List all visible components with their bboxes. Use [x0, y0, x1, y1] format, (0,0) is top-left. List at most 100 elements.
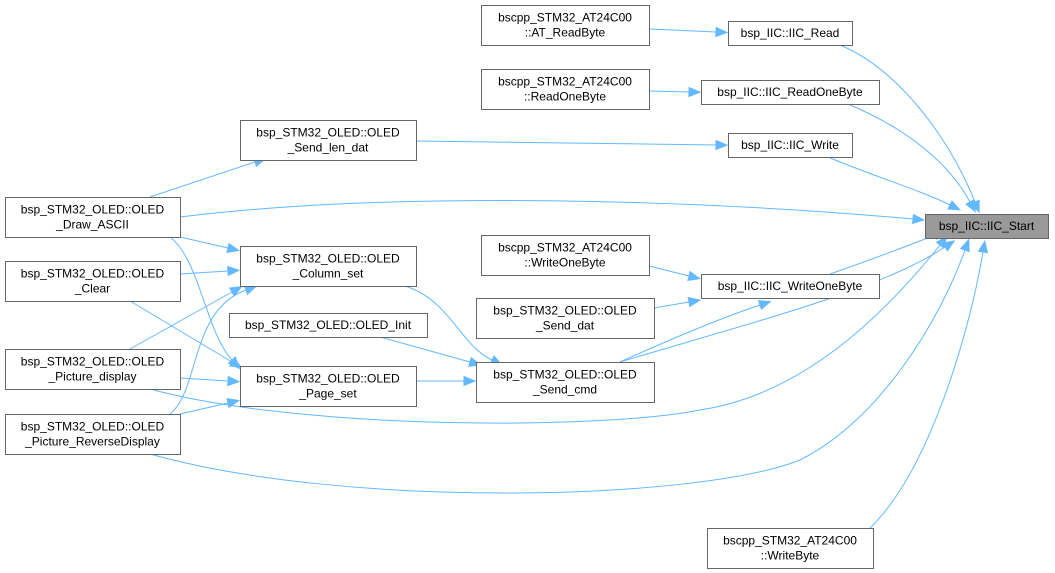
- nodes-layer: bsp_IIC::IIC_Start bsp_IIC::IIC_Readbsp_I…: [5, 5, 1049, 569]
- arrowhead-icon: [687, 270, 701, 281]
- node-writeone[interactable]: bsp_IIC::IIC_WriteOneByte: [701, 274, 880, 299]
- node-at-readonebyte[interactable]: bscpp_STM32_AT24C00::ReadOneByte: [481, 69, 650, 110]
- node-box[interactable]: [5, 261, 181, 302]
- node-label: bsp_STM32_OLED::OLED_Init: [245, 318, 412, 332]
- node-label: bsp_IIC::IIC_Write: [741, 138, 839, 152]
- node-label: ::WriteByte: [761, 549, 820, 563]
- node-send-dat[interactable]: bsp_STM32_OLED::OLED_Send_dat: [476, 298, 655, 339]
- node-label: bsp_IIC::IIC_Start: [939, 219, 1035, 233]
- edge-at_readbyte-to-read: [648, 26, 729, 38]
- node-label: ::AT_ReadByte: [525, 26, 606, 40]
- node-box[interactable]: [240, 120, 417, 161]
- edge-pic_reverse-to-page_set: [179, 397, 241, 415]
- edge-line: [179, 236, 229, 249]
- node-label: _Picture_ReverseDisplay: [24, 435, 160, 449]
- node-box[interactable]: [701, 80, 880, 105]
- node-label: bsp_STM32_OLED::OLED: [493, 304, 637, 318]
- node-box[interactable]: [229, 313, 428, 338]
- node-box[interactable]: [481, 235, 650, 276]
- node-label: bsp_STM32_OLED::OLED: [21, 267, 165, 281]
- arrowhead-icon: [941, 240, 956, 252]
- node-box[interactable]: [701, 274, 880, 299]
- node-label: bscpp_STM32_AT24C00: [723, 534, 857, 548]
- node-box[interactable]: [481, 5, 650, 46]
- edge-line: [648, 90, 690, 93]
- edge-clear-to-page_set: [129, 300, 243, 369]
- arrowhead-icon: [757, 300, 772, 311]
- node-label: bsp_IIC::IIC_ReadOneByte: [717, 85, 863, 99]
- arrowhead-icon: [226, 397, 241, 409]
- node-box[interactable]: [240, 246, 417, 287]
- node-box[interactable]: [925, 214, 1049, 239]
- node-label: bscpp_STM32_AT24C00: [498, 75, 632, 89]
- arrowhead-icon: [688, 86, 702, 98]
- node-box[interactable]: [728, 133, 853, 158]
- edge-oled_init-to-send_cmd: [379, 336, 482, 367]
- edge-readone-to-start: [847, 103, 976, 213]
- node-box[interactable]: [481, 69, 650, 110]
- edge-line: [379, 336, 471, 363]
- edge-at_readonebyte-to-readone: [648, 86, 702, 98]
- node-at-writebyte[interactable]: bscpp_STM32_AT24C00::WriteByte: [707, 528, 874, 569]
- arrowhead-icon: [977, 239, 989, 254]
- edge-line: [827, 156, 951, 206]
- node-send-len-dat[interactable]: bsp_STM32_OLED::OLED_Send_len_dat: [240, 120, 417, 161]
- node-clear[interactable]: bsp_STM32_OLED::OLED_Clear: [5, 261, 181, 302]
- edge-line: [404, 285, 493, 361]
- node-label: _Column_set: [292, 267, 364, 281]
- edge-line: [149, 161, 256, 198]
- node-pic-reverse[interactable]: bsp_STM32_OLED::OLED_Picture_ReverseDisp…: [5, 414, 181, 455]
- node-page-set[interactable]: bsp_STM32_OLED::OLED_Page_set: [240, 366, 417, 407]
- node-draw-ascii[interactable]: bsp_STM32_OLED::OLED_Draw_ASCII: [5, 197, 181, 238]
- node-label: _Draw_ASCII: [55, 218, 129, 232]
- node-label: ::WriteOneByte: [524, 256, 605, 270]
- node-pic-display[interactable]: bsp_STM32_OLED::OLED_Picture_display: [5, 349, 181, 390]
- node-send-cmd[interactable]: bsp_STM32_OLED::OLED_Send_cmd: [476, 362, 655, 403]
- node-oled-init[interactable]: bsp_STM32_OLED::OLED_Init: [229, 313, 428, 338]
- edge-line: [149, 249, 966, 494]
- node-at-writeonebyte[interactable]: bscpp_STM32_AT24C00::WriteOneByte: [481, 235, 650, 276]
- arrowhead-icon: [463, 375, 477, 387]
- edge-at_writeonebyte-to-writeone: [648, 265, 701, 281]
- node-at-readbyte[interactable]: bscpp_STM32_AT24C00::AT_ReadByte: [481, 5, 650, 46]
- arrowhead-icon: [959, 238, 970, 253]
- node-start[interactable]: bsp_IIC::IIC_Start: [925, 214, 1049, 239]
- arrowhead-icon: [947, 200, 962, 211]
- node-box[interactable]: [240, 366, 417, 407]
- node-read[interactable]: bsp_IIC::IIC_Read: [728, 21, 853, 46]
- edge-line: [829, 234, 936, 275]
- node-box[interactable]: [5, 414, 181, 455]
- edge-send_cmd-to-writeone: [619, 300, 772, 363]
- node-label: bsp_IIC::IIC_Read: [741, 26, 840, 40]
- edge-line: [415, 140, 717, 146]
- node-label: bsp_IIC::IIC_WriteOneByte: [718, 279, 863, 293]
- edge-line: [129, 291, 233, 350]
- arrowhead-icon: [912, 213, 926, 225]
- edge-line: [149, 244, 941, 424]
- edge-line: [619, 246, 946, 363]
- edge-page_set-to-send_cmd: [416, 375, 477, 387]
- node-box[interactable]: [476, 298, 655, 339]
- arrowhead-icon: [243, 285, 258, 296]
- node-label: ::ReadOneByte: [524, 90, 606, 104]
- node-label: _Clear: [74, 282, 110, 296]
- edge-draw_ascii-to-start: [179, 199, 926, 225]
- node-label: bsp_STM32_OLED::OLED: [21, 355, 165, 369]
- node-box[interactable]: [476, 362, 655, 403]
- edge-line: [839, 44, 976, 203]
- node-box[interactable]: [728, 21, 853, 46]
- node-box[interactable]: [5, 349, 181, 390]
- edge-line: [648, 265, 690, 277]
- node-label: bsp_STM32_OLED::OLED: [493, 368, 637, 382]
- edge-line: [869, 251, 984, 529]
- arrowhead-icon: [228, 357, 243, 369]
- node-readone[interactable]: bsp_IIC::IIC_ReadOneByte: [701, 80, 880, 105]
- edge-write-to-start: [827, 156, 962, 211]
- node-box[interactable]: [707, 528, 874, 569]
- node-box[interactable]: [5, 197, 181, 238]
- edge-line: [847, 103, 971, 203]
- node-column-set[interactable]: bsp_STM32_OLED::OLED_Column_set: [240, 246, 417, 287]
- node-write[interactable]: bsp_IIC::IIC_Write: [728, 133, 853, 158]
- edge-read-to-start: [839, 44, 980, 214]
- edge-send_dat-to-writeone: [653, 296, 702, 309]
